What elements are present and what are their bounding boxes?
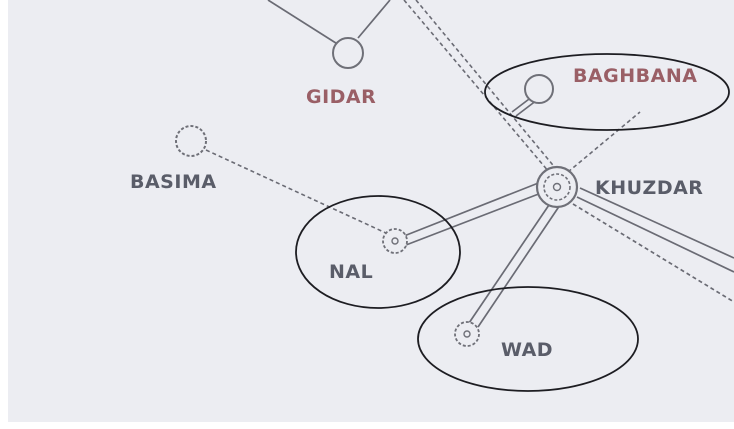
plain-circle-icon <box>524 74 554 104</box>
road-khuzdar-east-a <box>579 187 734 259</box>
track-khuzdar-northeast <box>567 111 641 173</box>
tehsil-hq-icon <box>382 228 408 254</box>
road-khuzdar-wad-a <box>468 201 552 324</box>
road-gidar-north <box>267 0 340 46</box>
district-hq-center-icon <box>552 182 562 192</box>
label-gidar: GIDAR <box>306 86 376 108</box>
tehsil-hq-center-icon <box>463 330 471 338</box>
tehsil-hq-center-icon <box>391 237 399 245</box>
annotation-layer <box>295 53 730 392</box>
place-khuzdar: KHUZDAR <box>535 165 703 209</box>
plain-circle-icon <box>332 37 364 69</box>
highlight-ellipse-wad <box>417 286 639 392</box>
road-gidar-east <box>357 0 391 39</box>
track-north-khuzdar-a <box>403 0 550 173</box>
highlight-ellipse-nal <box>295 195 461 309</box>
place-baghbana: BAGHBANA <box>524 65 697 104</box>
track-north-khuzdar-b <box>415 0 558 171</box>
road-khuzdar-east-b <box>576 196 734 273</box>
road-khuzdar-wad-b <box>477 204 561 328</box>
label-nal: NAL <box>329 261 373 283</box>
road-khuzdar-nal-a <box>403 179 547 237</box>
label-wad: WAD <box>501 339 553 361</box>
label-basima: BASIMA <box>130 171 217 193</box>
label-baghbana: BAGHBANA <box>573 65 697 87</box>
place-nal: NAL <box>329 228 408 283</box>
road-khuzdar-southeast <box>572 203 734 303</box>
district-hq-icon <box>535 165 579 209</box>
road-network <box>267 0 734 328</box>
highlight-ellipse-baghbana <box>484 53 730 131</box>
district-hq-inner-ring-icon <box>543 173 571 201</box>
dotted-circle-icon <box>175 125 207 157</box>
label-khuzdar: KHUZDAR <box>595 177 703 199</box>
track-basima-nal <box>205 149 389 235</box>
map-bottom-edge <box>0 422 734 429</box>
track-network <box>205 0 641 235</box>
tehsil-hq-icon <box>454 321 480 347</box>
place-wad: WAD <box>454 321 553 361</box>
road-khuzdar-nal-b <box>405 189 550 246</box>
place-basima: BASIMA <box>130 125 217 193</box>
place-gidar: GIDAR <box>306 37 376 108</box>
